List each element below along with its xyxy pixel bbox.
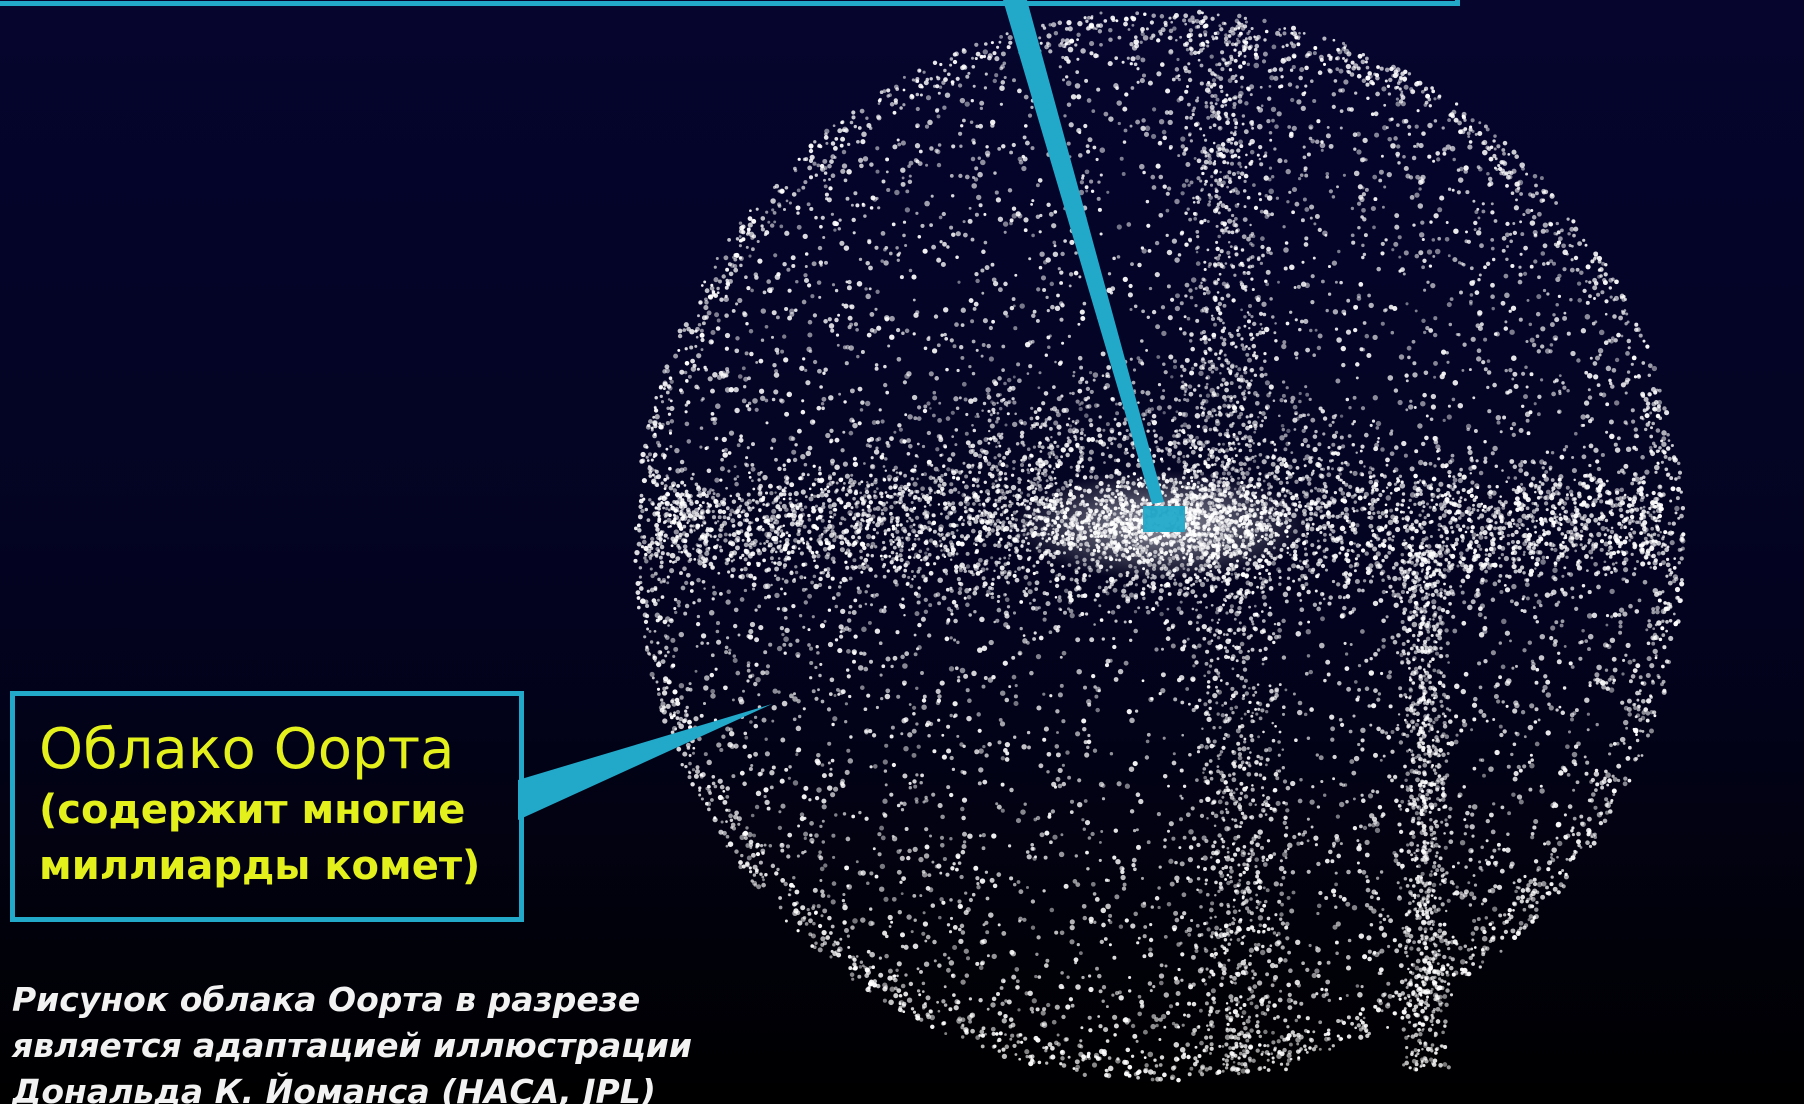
inner-solar-system-marker [1143, 506, 1185, 532]
oort-cloud-subtitle-line1: (содержит многие [39, 787, 466, 833]
caption-line2: является адаптацией иллюстрации [12, 1026, 692, 1065]
pointer-to-inner-system [1003, 0, 1164, 504]
caption-line3: Дональда К. Йоманса (НАСА, JPL) [12, 1072, 656, 1104]
image-caption: Рисунок облака Оорта в разрезе является … [12, 977, 772, 1104]
top-callout-box [0, 0, 1460, 6]
oort-cloud-label-box: Облако Оорта (содержит многие миллиарды … [10, 691, 524, 922]
oort-cloud-title: Облако Оорта [39, 717, 455, 782]
caption-line1: Рисунок облака Оорта в разрезе [12, 980, 641, 1019]
pointer-to-oort-cloud [518, 704, 772, 820]
oort-cloud-subtitle-line2: миллиарды комет) [39, 843, 481, 889]
